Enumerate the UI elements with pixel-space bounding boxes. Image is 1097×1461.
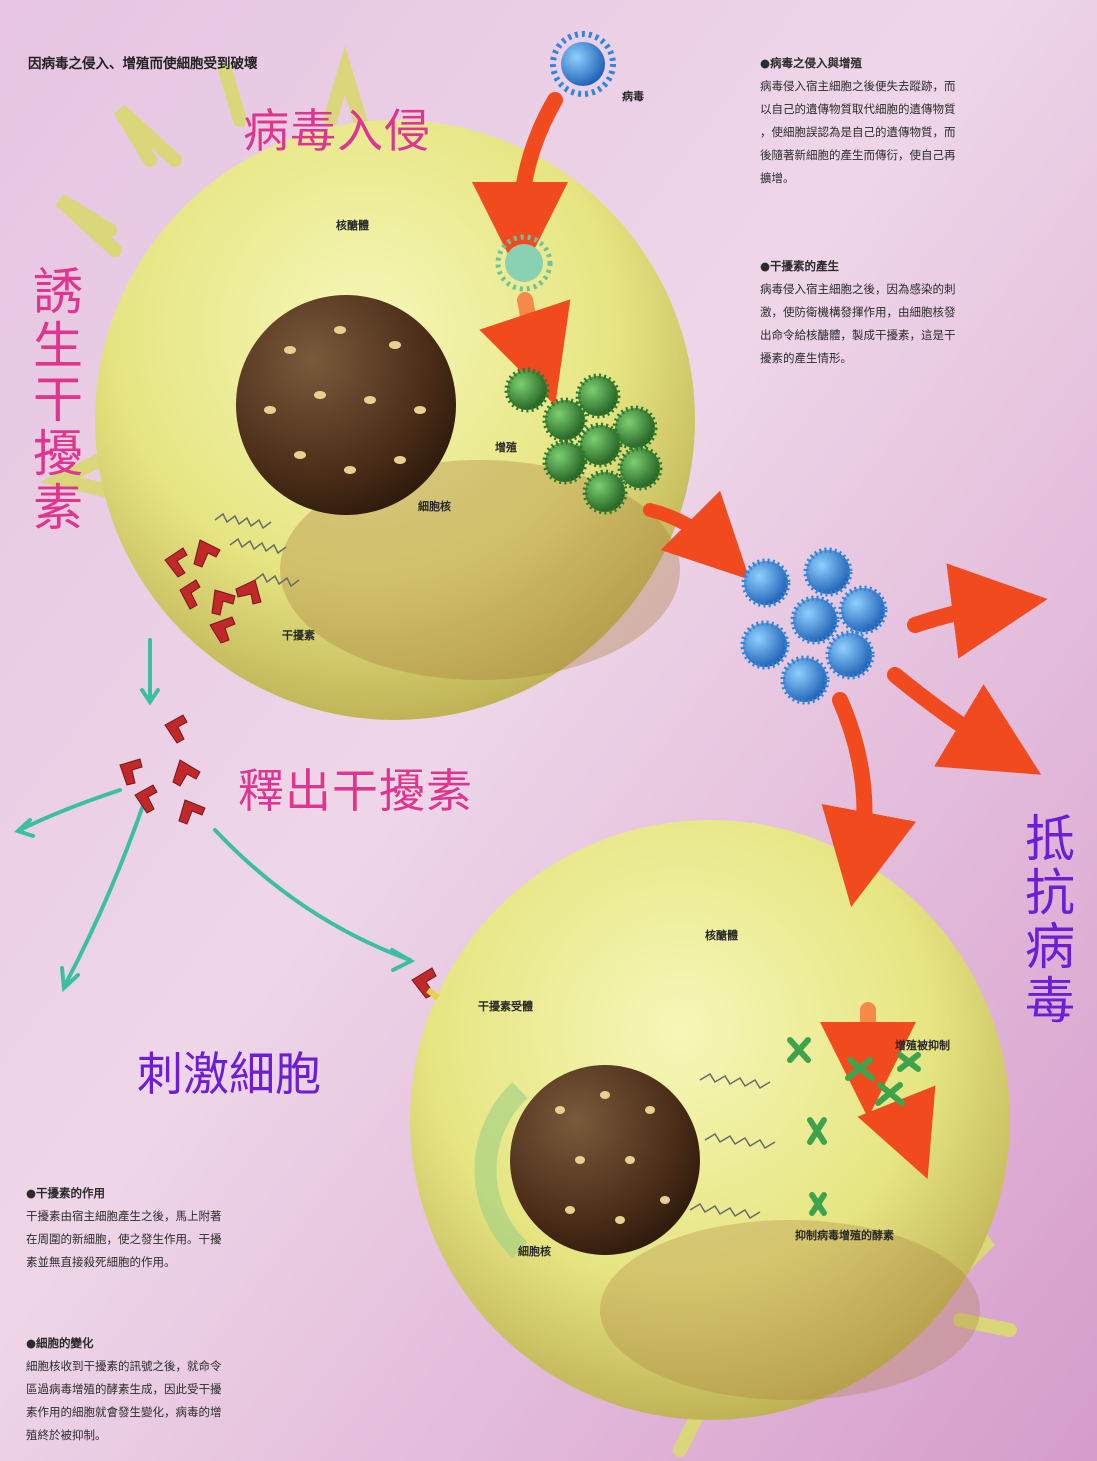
label-interferon: 干擾素 <box>282 627 315 643</box>
label-proliferation-inhibited: 增殖被抑制 <box>895 1037 950 1053</box>
note-virus-invasion: ●病毒之侵入與增殖 病毒侵入宿主細胞之後便失去蹤跡，而 以自己的遺傳物質取代細胞… <box>760 52 956 190</box>
note-cell-change: ●細胞的變化 細胞核收到干擾素的訊號之後，就命令 區過病毒增殖的酵素生成，因此受… <box>26 1332 222 1447</box>
nucleus-bottom <box>510 1065 700 1255</box>
label-virus: 病毒 <box>622 88 644 104</box>
note-body: 病毒侵入宿主細胞之後便失去蹤跡，而 以自己的遺傳物質取代細胞的遺傳物質 ，使細胞… <box>760 75 956 190</box>
label-nucleus-top: 細胞核 <box>418 498 451 514</box>
label-proliferation: 增殖 <box>495 439 517 455</box>
label-stimulate-cell: 刺激細胞 <box>137 1038 321 1104</box>
label-interferon-receptor: 干擾素受體 <box>478 998 533 1014</box>
label-resist-virus: 抵抗病毒 <box>1020 812 1080 1028</box>
note-interferon-production: ●干擾素的產生 病毒侵入宿主細胞之後，因為感染的刺 激，使防衛機構發揮作用，由細… <box>760 255 956 370</box>
note-body: 干擾素由宿主細胞產生之後，馬上附著 在周圍的新細胞，使之發生作用。干擾 素並無直… <box>26 1205 222 1274</box>
label-ribosome-top: 核醣體 <box>336 217 369 233</box>
nucleus-top <box>236 295 456 515</box>
note-heading: ●干擾素的產生 <box>760 255 956 278</box>
label-nucleus-bottom: 細胞核 <box>518 1243 551 1259</box>
note-body: 病毒侵入宿主細胞之後，因為感染的刺 激，使防衛機構發揮作用，由細胞核發 出命令給… <box>760 278 956 370</box>
label-release-interferon: 釋出干擾素 <box>238 755 473 821</box>
label-induce-interferon: 誘生干擾素 <box>28 265 88 535</box>
label-virus-invasion: 病毒入侵 <box>243 95 431 161</box>
note-body: 細胞核收到干擾素的訊號之後，就命令 區過病毒增殖的酵素生成，因此受干擾 素作用的… <box>26 1355 222 1447</box>
note-heading: ●細胞的變化 <box>26 1332 222 1355</box>
note-interferon-action: ●干擾素的作用 干擾素由宿主細胞產生之後，馬上附著 在周圍的新細胞，使之發生作用… <box>26 1182 222 1274</box>
label-enzyme: 抑制病毒增殖的酵素 <box>795 1227 894 1243</box>
label-ribosome-bottom: 核醣體 <box>705 927 738 943</box>
diagram-title: 因病毒之侵入、增殖而使細胞受到破壞 <box>28 52 258 72</box>
note-heading: ●干擾素的作用 <box>26 1182 222 1205</box>
note-heading: ●病毒之侵入與增殖 <box>760 52 956 75</box>
